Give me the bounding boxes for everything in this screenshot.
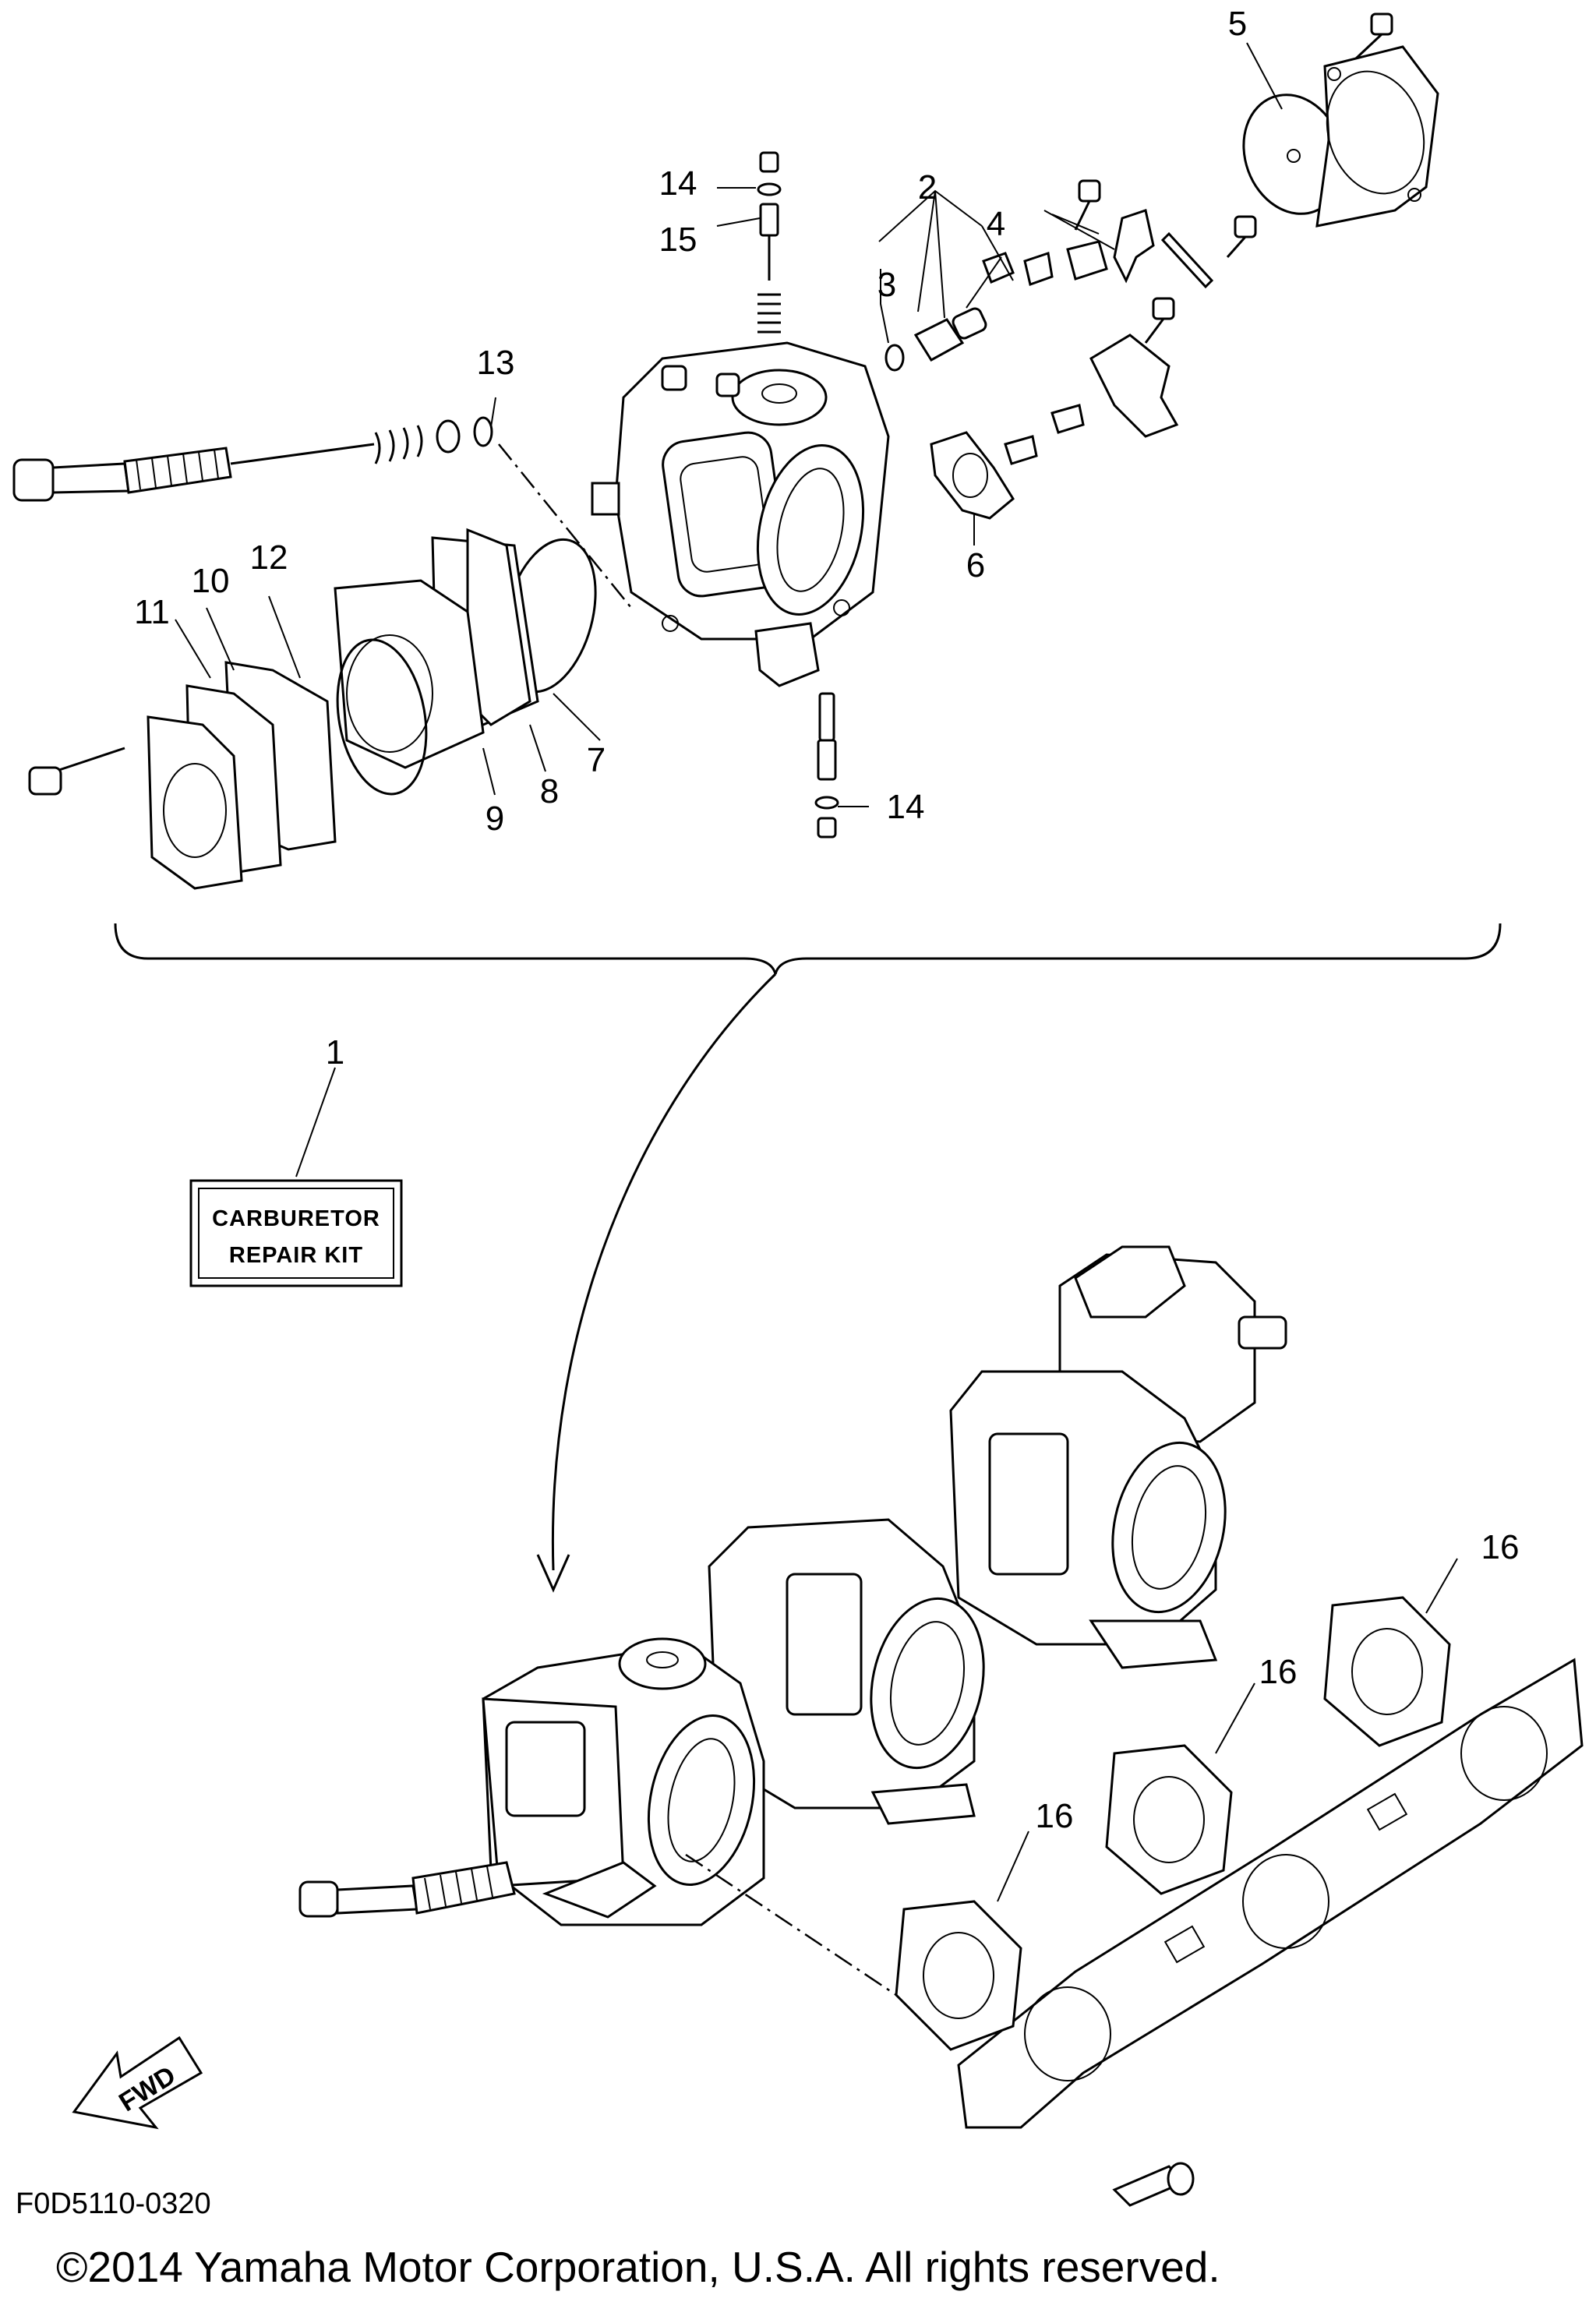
part-14-jet-bottom [814, 692, 839, 839]
kit-label-line1: CARBURETOR [212, 1206, 380, 1231]
callout-9: 9 [486, 800, 504, 838]
part-15-pilot-jet-top [757, 151, 782, 334]
forward-direction-arrow: FWD [72, 2035, 203, 2130]
part-6-gasket-bracket [930, 297, 1179, 520]
callout-13: 13 [477, 344, 515, 382]
callout-16-b: 16 [1259, 1653, 1298, 1691]
leader-lines-upper [175, 42, 1283, 807]
carburetor-assembly-lower [298, 1245, 1287, 1926]
callout-16-a: 16 [1481, 1528, 1520, 1566]
callout-3: 3 [877, 266, 896, 304]
kit-label-line2: REPAIR KIT [229, 1243, 363, 1268]
diagram-code: F0D5110-0320 [16, 2187, 211, 2220]
callout-7: 7 [587, 741, 606, 779]
copyright-notice: ©2014 Yamaha Motor Corporation, U.S.A. A… [56, 2243, 1220, 2291]
callout-15: 15 [659, 221, 697, 259]
leader-lines-lower [295, 1067, 1458, 1902]
carburetor-repair-kit-label: CARBURETOR REPAIR KIT [189, 1179, 403, 1287]
callout-16-c: 16 [1036, 1797, 1074, 1835]
part-16-gaskets [685, 1596, 1451, 2051]
carburetor-body-upper [591, 341, 890, 687]
callout-10: 10 [192, 562, 230, 600]
intake-manifold [957, 1658, 1584, 2207]
callout-6: 6 [966, 546, 985, 584]
callout-2: 2 [918, 168, 937, 207]
callout-8: 8 [540, 772, 559, 810]
kit-grouping-brace [114, 923, 1502, 1593]
callout-12: 12 [250, 538, 288, 577]
callout-5: 5 [1228, 5, 1247, 43]
callout-numbers: 5 2 4 3 6 14 15 13 14 12 10 11 7 8 9 1 1… [134, 5, 1519, 1835]
callout-14-bottom: 14 [887, 788, 925, 826]
part-2-needle-valve [885, 252, 1015, 372]
callout-14-top: 14 [659, 164, 697, 203]
callout-11: 11 [134, 593, 170, 631]
part-5-diaphragm-cover [1242, 12, 1439, 228]
part-4-linkage [1023, 179, 1257, 289]
part-13-adjust-screw [12, 416, 632, 609]
callout-1: 1 [326, 1033, 344, 1072]
parts-7-12-pump-stack [28, 528, 597, 890]
callout-4: 4 [987, 205, 1005, 243]
